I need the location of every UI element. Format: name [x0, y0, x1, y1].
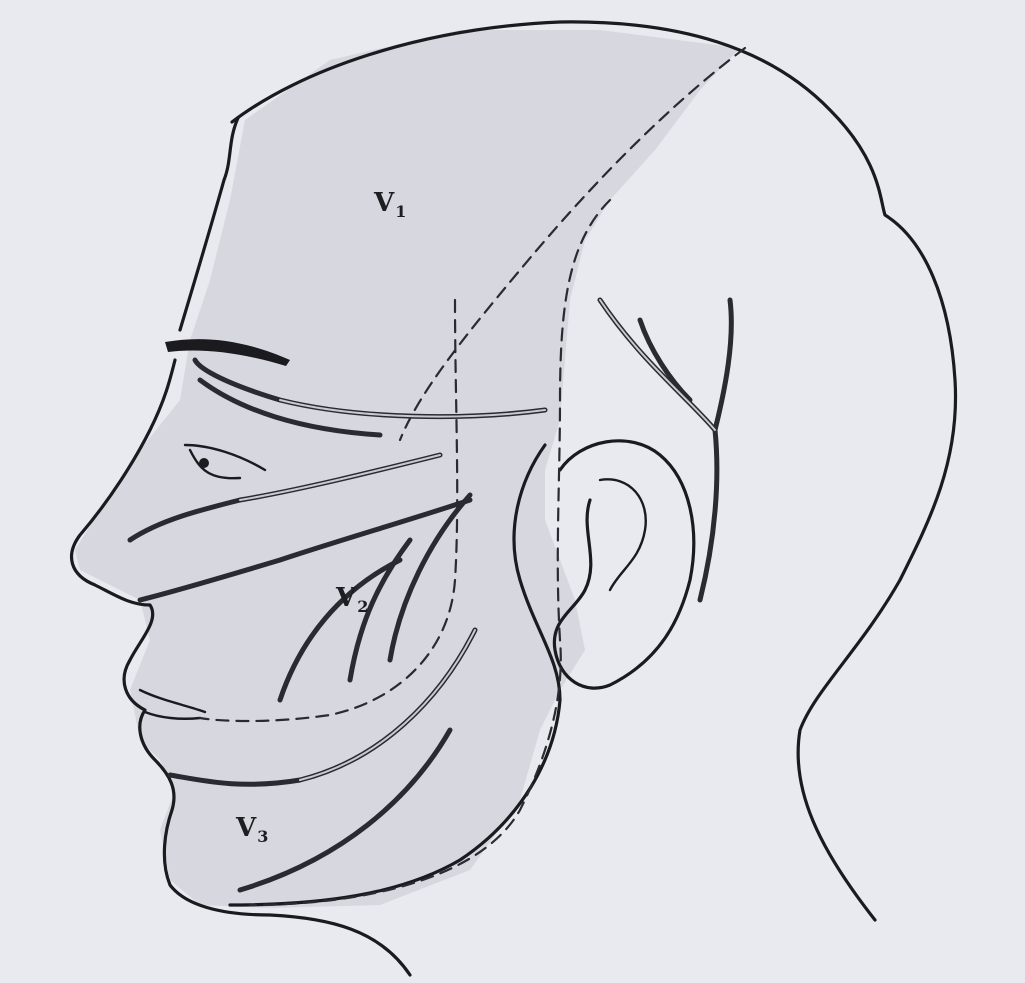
label-v2-sub: 2 — [357, 597, 368, 616]
label-v1-main: V — [374, 188, 394, 218]
auriculotemporal-nerve — [600, 300, 717, 600]
label-v2-main: V — [336, 583, 356, 613]
label-v2: V2 — [336, 585, 368, 615]
label-v3-main: V — [236, 813, 256, 843]
nerve-highlight-4 — [600, 300, 715, 430]
label-v1-sub: 1 — [395, 202, 406, 221]
label-v1: V1 — [374, 190, 406, 220]
label-v3: V3 — [236, 815, 268, 845]
ear-inner — [600, 479, 646, 590]
auriculotemporal-branch — [715, 300, 731, 430]
label-v3-sub: 3 — [257, 827, 268, 846]
pupil — [199, 458, 209, 468]
